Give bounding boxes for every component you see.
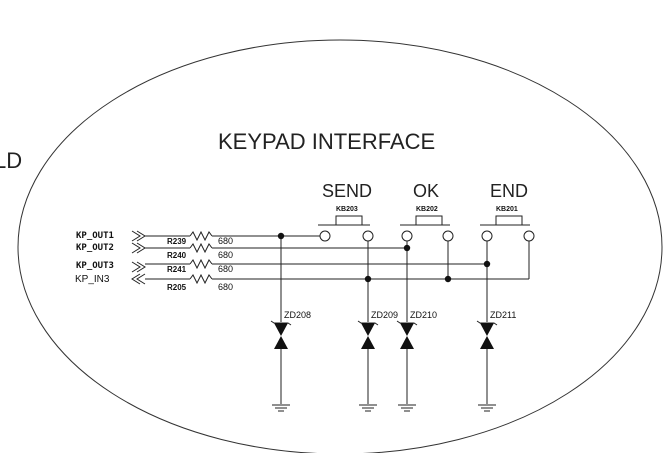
net-label-kp-out2: KP_OUT2: [76, 243, 114, 253]
zener-zd208: [270, 320, 292, 412]
switch-kb202: [400, 215, 454, 242]
diode-ref-zd208: ZD208: [284, 310, 311, 320]
switch-ref-kb201: KB201: [496, 206, 518, 213]
switch-ref-kb203: KB203: [336, 206, 358, 213]
switch-kb201: [480, 215, 535, 242]
resistor-value-r241: 680: [218, 264, 233, 274]
resistor-ref-r240: R240: [167, 251, 187, 260]
resistor-value-r239: 680: [218, 236, 233, 246]
wiring: [145, 230, 530, 322]
switch-kb203: [318, 215, 374, 242]
diode-ref-zd210: ZD210: [410, 310, 437, 320]
resistor-ref-r241: R241: [167, 265, 187, 274]
resistor-ref-r239: R239: [167, 237, 187, 246]
net-label-kp-out3: KP_OUT3: [76, 261, 114, 271]
resistor-ref-r205: R205: [167, 283, 187, 292]
highlight-ellipse: [17, 39, 663, 453]
net-label-kp-out1: KP_OUT1: [76, 231, 114, 241]
resistor-value-r240: 680: [218, 250, 233, 260]
diode-ref-zd211: ZD211: [490, 310, 516, 320]
key-label-end: END: [490, 181, 528, 201]
key-label-ok: OK: [413, 181, 439, 201]
switch-ref-kb202: KB202: [416, 206, 438, 213]
port-arrows: [131, 230, 146, 285]
zener-zd209: [357, 320, 379, 412]
zener-zd210: [396, 320, 418, 412]
key-label-send: SEND: [322, 181, 372, 201]
net-label-kp-in3: KP_IN3: [75, 274, 110, 285]
cut-off-label: LD: [0, 148, 22, 173]
resistor-value-r205: 680: [218, 282, 233, 292]
diagram-title: KEYPAD INTERFACE: [218, 129, 435, 154]
zener-zd211: [476, 320, 498, 412]
diode-ref-zd209: ZD209: [371, 310, 398, 320]
